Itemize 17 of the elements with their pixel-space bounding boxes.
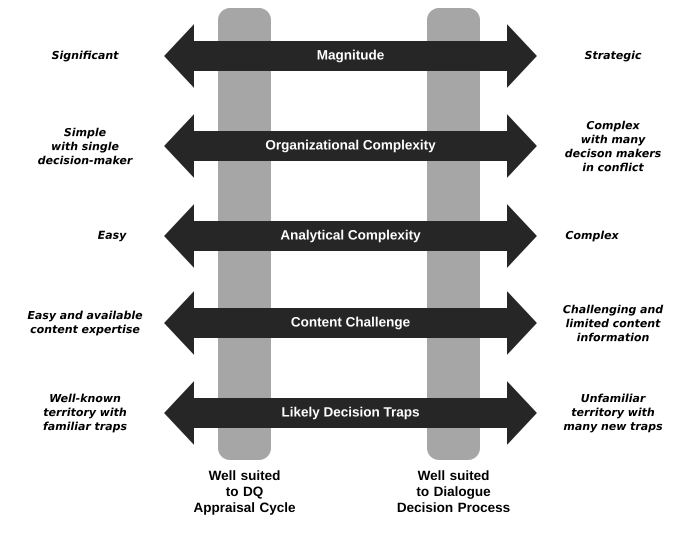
side-text: Complex with many decison makers in conflict [565,120,661,172]
side-text: Easy and available content expertise [28,310,142,336]
arrow-label: Likely Decision Traps [280,406,421,420]
arrow-label: Analytical Complexity [279,228,422,244]
side-text: Significant [52,50,119,62]
arrow-label: Magnitude [316,48,386,64]
side-text: Challenging and limited content information [563,304,664,342]
column-caption: Well suited to DQ Appraisal Cycle [194,470,296,515]
side-text: Unfamiliar territory with many new traps [564,394,662,432]
column-caption: Well suited to Dialogue Decision Process [398,470,510,512]
side-text: Complex [566,230,619,242]
side-text: Well-known territory with familiar traps [44,394,127,432]
side-text: Simple with single decision-maker [38,128,133,164]
arrow-label: Content Challenge [290,316,412,330]
side-text: Easy [98,230,127,242]
arrow-label: Organizational Complexity [264,138,437,154]
side-text: Strategic [584,50,642,62]
